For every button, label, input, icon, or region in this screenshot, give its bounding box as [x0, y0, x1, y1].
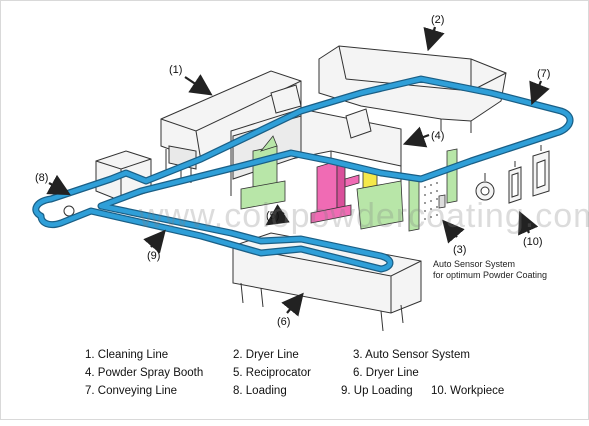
arrow-6 [281, 292, 304, 317]
callout-5: (5) [266, 210, 279, 222]
arrow-5 [265, 204, 290, 226]
auto-sensor-system [356, 148, 458, 232]
arrow-7 [529, 80, 550, 106]
legend-item: 6. Dryer Line [353, 367, 419, 379]
callout-9: (9) [147, 250, 160, 262]
legend-item: 1. Cleaning Line [85, 349, 169, 361]
callout-6: (6) [277, 316, 290, 328]
callout-arrows [46, 26, 550, 317]
workpieces [475, 145, 550, 204]
callout-4: (4) [431, 130, 444, 142]
sensor-note-line1: Auto Sensor System [433, 259, 516, 269]
legend-item: 7. Conveying Line [85, 385, 178, 397]
sensor-note-line2: for optimum Powder Coating [433, 270, 548, 280]
callout-7: (7) [537, 68, 550, 80]
arrow-1 [184, 74, 213, 96]
watermark-text: www.colopowdercoating.com [139, 197, 589, 235]
legend: 1. Cleaning Line 2. Dryer Line 3. Auto S… [1, 341, 589, 411]
arrow-3 [442, 219, 465, 244]
arrow-2 [423, 26, 445, 52]
legend-item: 8. Loading [233, 385, 287, 397]
callout-1: (1) [169, 64, 182, 76]
legend-item: 4. Powder Spray Booth [85, 367, 204, 379]
callout-2: (2) [431, 14, 444, 26]
conveyor-line [32, 75, 574, 273]
callout-3: (3) [453, 244, 466, 256]
callout-10: (10) [523, 236, 543, 248]
arrow-9 [143, 229, 166, 254]
sensor-note: Auto Sensor System for optimum Powder Co… [433, 259, 547, 281]
arrow-8 [46, 174, 71, 196]
legend-item: 10. Workpiece [431, 385, 505, 397]
legend-item: 9. Up Loading [341, 385, 413, 397]
arrow-10 [518, 210, 539, 236]
legend-item: 2. Dryer Line [233, 349, 299, 361]
legend-item: 3. Auto Sensor System [353, 349, 470, 361]
arrow-4 [402, 126, 430, 148]
legend-item: 5. Reciprocator [233, 367, 311, 379]
callout-8: (8) [35, 172, 48, 184]
